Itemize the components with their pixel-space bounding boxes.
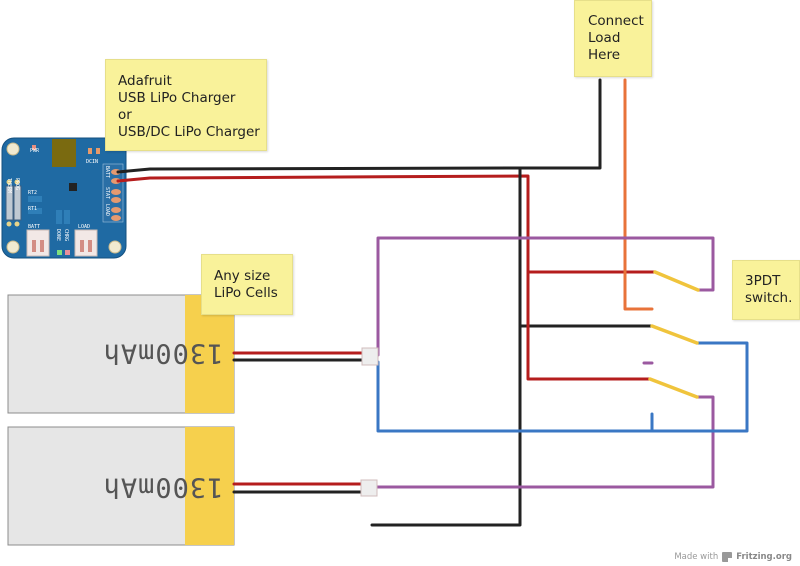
note-cells: Any size LiPo Cells xyxy=(201,254,293,315)
load-pin-label: LOAD xyxy=(104,204,110,216)
wire-red-switch xyxy=(526,270,652,381)
note-line: Here xyxy=(588,47,621,63)
battery-capacity-label: 1300mAh xyxy=(103,472,224,503)
note-switch: 3PDT switch. xyxy=(732,260,800,320)
chrg-led xyxy=(65,250,70,255)
fritzing-credit: Made with Fritzing.org xyxy=(674,552,792,562)
note-charger: Adafruit USB LiPo Charger or USB/DC LiPo… xyxy=(105,59,267,151)
batt-pin-label: BATT xyxy=(104,166,110,178)
load-connector-label: LOAD xyxy=(78,224,90,230)
note-line: 3PDT xyxy=(745,273,781,289)
switch-blade-3 xyxy=(648,377,699,399)
wire-purple-top xyxy=(376,236,715,357)
note-line: Any size xyxy=(214,268,271,284)
jst-connector-2 xyxy=(360,479,378,497)
note-line: LiPo Cells xyxy=(214,285,278,301)
note-line: Adafruit xyxy=(118,73,172,89)
charger-board: PWR DCIN RT2 RT1 BATT LOAD THERM PROG DO… xyxy=(1,137,127,259)
note-line: switch. xyxy=(745,290,793,306)
pwr-label: PWR xyxy=(30,148,40,154)
dcin-label: DCIN xyxy=(86,159,98,165)
wire-black-trunk xyxy=(370,166,522,527)
done-label: DONE xyxy=(55,229,61,241)
therm-label: THERM xyxy=(6,178,12,193)
rt2-label: RT2 xyxy=(28,190,37,196)
fritzing-logo-icon xyxy=(722,552,733,562)
note-load: Connect Load Here xyxy=(574,0,652,77)
wire-orange-load xyxy=(623,78,654,311)
note-line: or xyxy=(118,107,132,123)
battery-2: 1300mAh xyxy=(7,426,235,546)
jst-connector-1 xyxy=(361,347,379,366)
battery-capacity-label: 1300mAh xyxy=(103,338,224,369)
rt1-label: RT1 xyxy=(28,206,37,212)
wire-purple-bottom xyxy=(370,395,715,489)
battery-1: 1300mAh xyxy=(7,294,235,414)
switch-blade-1 xyxy=(653,270,700,292)
switch-blade-2 xyxy=(650,324,699,345)
chrg-label: CHRG xyxy=(63,229,69,241)
wire-red-charger xyxy=(116,174,657,274)
stat-pin-label: STAT xyxy=(104,187,110,199)
note-line: Connect xyxy=(588,13,644,29)
note-line: USB/DC LiPo Charger xyxy=(118,124,260,140)
made-with-label: Made with xyxy=(674,552,719,562)
done-led xyxy=(57,250,62,255)
note-line: USB LiPo Charger xyxy=(118,90,236,106)
wire-blue-loop xyxy=(376,341,749,433)
prog-label: PROG xyxy=(14,178,20,190)
batt-connector-label: BATT xyxy=(28,224,40,230)
fritzing-brand: Fritzing.org xyxy=(736,552,792,562)
note-line: Load xyxy=(588,30,621,46)
